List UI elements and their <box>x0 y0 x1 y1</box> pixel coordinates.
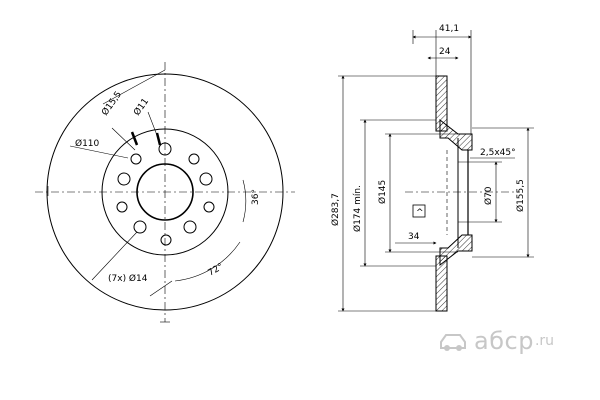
bolt-hole <box>199 172 213 186</box>
depth-label: 34 <box>408 232 420 242</box>
d145-label: Ø145 <box>377 180 388 204</box>
pcd-label: Ø110 <box>75 138 100 149</box>
logo-tld: .ru <box>534 333 555 349</box>
angle-36-arc <box>242 179 247 223</box>
angle-72-label: 72° <box>207 262 226 279</box>
direction-mark: ^ <box>416 208 424 218</box>
bolt-hole <box>183 220 197 234</box>
front-view <box>35 62 295 323</box>
width-total-label: 41,1 <box>439 24 459 34</box>
min-friction-label: Ø174 mín. <box>352 185 363 232</box>
outer-diameter-label: Ø283,7 <box>330 193 341 226</box>
width-disc-label: 24 <box>439 47 451 57</box>
car-logo-icon <box>440 334 466 351</box>
hat-upper <box>439 118 473 151</box>
bolt-hole-arrow-left <box>130 131 139 146</box>
pin-hole <box>160 234 172 246</box>
watermark-logo: aбcp .ru <box>438 326 554 356</box>
section-dim-lines <box>338 30 534 312</box>
small-hole-label: Ø11 <box>131 96 151 118</box>
pin-hole <box>203 201 215 213</box>
pin-hole <box>116 201 128 213</box>
bolt-hole-label: Ø15,5 <box>99 89 124 118</box>
pin-hole <box>188 153 200 165</box>
chamfer-label: 2,5x45° <box>480 148 516 158</box>
leader-7x <box>91 231 138 281</box>
d70-label: Ø70 <box>483 186 494 205</box>
leader-d11 <box>147 111 161 144</box>
leader-pcd <box>69 145 129 159</box>
direction-mark-box <box>412 204 426 218</box>
dim-line-top <box>102 69 166 105</box>
pin-holes-label: (7x) Ø14 <box>108 273 148 284</box>
angle-72-line <box>149 280 173 297</box>
bolt-hole <box>158 142 172 156</box>
pin-hole <box>130 153 142 165</box>
bolt-hole <box>117 172 131 186</box>
hat-lower <box>439 234 473 267</box>
angle-72-arc <box>174 241 241 282</box>
angle-36-label: 36° <box>251 189 261 205</box>
section-view <box>435 75 473 312</box>
d155-label: Ø155,5 <box>515 179 526 212</box>
logo-word: aбcp <box>474 327 534 355</box>
leader-d15 <box>111 127 136 151</box>
bolt-hole <box>133 220 147 234</box>
